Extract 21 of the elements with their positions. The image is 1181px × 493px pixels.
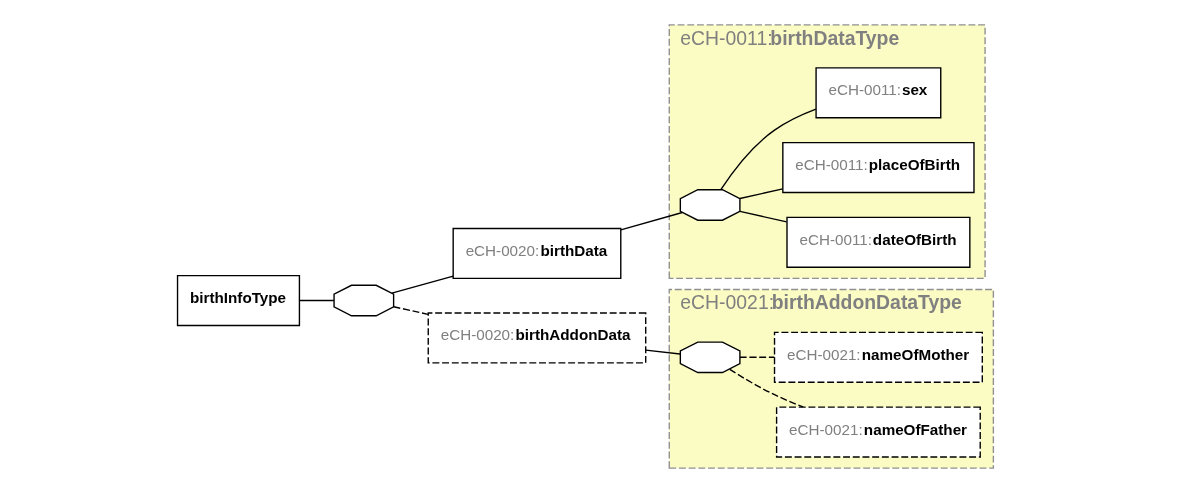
connector xyxy=(738,210,787,223)
connector xyxy=(728,368,804,408)
connector xyxy=(619,211,683,231)
connector xyxy=(738,356,775,358)
connector xyxy=(298,299,335,302)
node-octagon xyxy=(679,189,741,221)
node-box: eCH-0021:nameOfMother xyxy=(773,331,983,383)
connector xyxy=(738,188,783,200)
connector xyxy=(719,108,817,191)
node-box: eCH-0021:nameOfFather xyxy=(775,406,981,458)
node-octagon xyxy=(332,284,394,317)
node-box: eCH-0011:sex xyxy=(814,67,941,119)
connector xyxy=(390,275,454,294)
node-octagon xyxy=(679,341,741,374)
node-box: eCH-0011:placeOfBirth xyxy=(781,141,975,194)
node-box: eCH-0020:birthData xyxy=(452,227,621,280)
node-box: eCH-0011:dateOfBirth xyxy=(785,216,971,268)
node-box: eCH-0020:birthAddonData xyxy=(427,312,646,364)
node-box: birthInfoType xyxy=(176,274,300,327)
connector xyxy=(392,306,429,315)
connector xyxy=(644,349,681,355)
